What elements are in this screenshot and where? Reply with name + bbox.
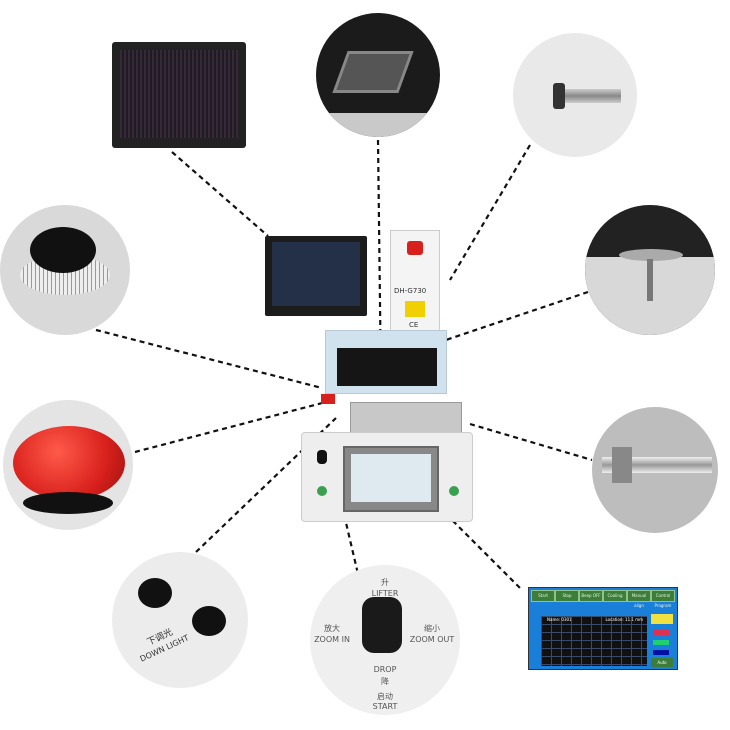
micrometer-closeup	[513, 33, 637, 157]
joystick-up-cn: 升	[381, 578, 389, 587]
camera-closeup	[316, 13, 440, 137]
screen-button[interactable]: Stop	[555, 590, 579, 602]
joystick-right-cn: 缩小	[424, 624, 440, 633]
joystick-start-en: START	[372, 702, 398, 711]
touchscreen-closeup: Start Stop Beep OFF Cooling Manual align…	[528, 587, 678, 670]
screen-button[interactable]: Start	[531, 590, 555, 602]
screen-graph: Name: 0301 Location: 11.1 mm	[541, 616, 647, 666]
callout-line	[171, 151, 269, 237]
micrometer-adjuster-closeup	[592, 407, 718, 533]
support-pin-closeup	[585, 205, 715, 335]
callout-line	[134, 400, 327, 454]
joystick-up-en: LIFTER	[371, 589, 399, 598]
joystick-left-cn: 放大	[324, 624, 340, 633]
joystick-closeup: 升 LIFTER 放大 ZOOM IN 缩小 ZOOM OUT DROP 降 启…	[310, 565, 460, 715]
callout-line	[334, 479, 360, 575]
emergency-stop-closeup	[3, 400, 133, 530]
screen-button[interactable]: Cooling	[603, 590, 627, 602]
screen-button[interactable]: Beep OFF	[579, 590, 603, 602]
rework-station: DH-G730 CE	[265, 210, 475, 522]
joystick-right-en: ZOOM OUT	[409, 635, 455, 644]
callout-line	[439, 290, 589, 344]
machine-monitor	[265, 236, 367, 316]
monitor-closeup	[112, 42, 246, 148]
light-knobs-closeup: 下调光 DOWN LIGHT	[112, 552, 248, 688]
callout-line	[95, 328, 323, 390]
callout-line	[469, 422, 593, 462]
temperature-dial-closeup	[0, 205, 130, 335]
machine-joystick	[317, 450, 327, 464]
heater-head: DH-G730 CE	[390, 230, 440, 342]
joystick-handle	[362, 597, 402, 653]
ce-mark: CE	[409, 321, 419, 329]
screen-ok-button[interactable]: Auto	[651, 658, 673, 667]
model-label: DH-G730	[394, 287, 427, 295]
screen-location-label: Location: 11.1 mm	[605, 617, 643, 622]
screen-button[interactable]: Manual align	[627, 590, 651, 608]
callout-line	[449, 144, 531, 281]
joystick-down-cn: 降	[381, 677, 389, 686]
joystick-start-cn: 启动	[377, 692, 393, 701]
screen-button[interactable]: Control Program	[651, 590, 675, 608]
callout-line	[376, 139, 383, 386]
screen-name-label: Name: 0301	[547, 617, 572, 622]
joystick-down-en: DROP	[373, 665, 397, 674]
joystick-left-en: ZOOM IN	[314, 635, 350, 644]
machine-touchscreen	[343, 446, 439, 512]
